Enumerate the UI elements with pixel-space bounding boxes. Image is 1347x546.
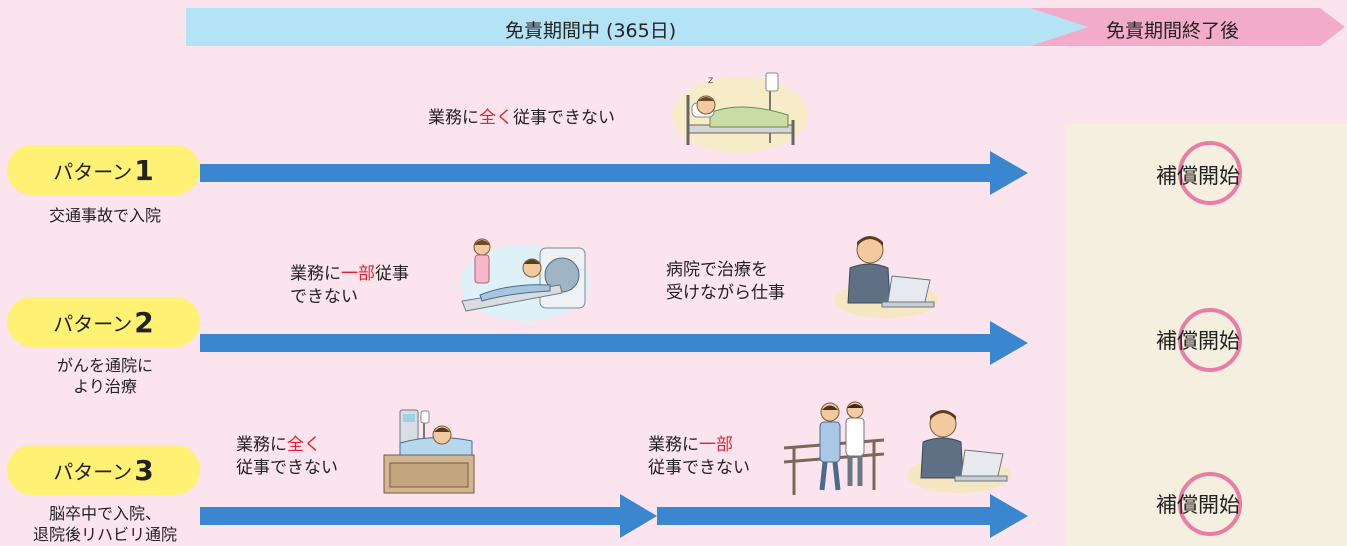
after-period-label: 免責期間終了後 xyxy=(1106,20,1240,42)
label-text: 業務に xyxy=(236,435,287,455)
pattern-1-description-line-1: 交通事故で入院 xyxy=(48,206,161,225)
pattern-3-arrow-rehab xyxy=(657,494,1028,538)
pattern-2-description-line-1: がんを通院に xyxy=(56,356,153,375)
pattern-3-description: 脳卒中で入院、 退院後リハビリ通院 xyxy=(0,503,210,545)
pattern-2-label-partial: 業務に一部従事 できない xyxy=(290,263,409,309)
pattern-1-number: 1 xyxy=(134,153,154,187)
label-text: 業務に xyxy=(428,108,479,128)
label-text: 病院で治療を xyxy=(666,260,768,280)
label-highlight: 全く xyxy=(287,435,321,455)
pattern-3-arrow-hospital xyxy=(200,494,657,538)
label-text: 従事 xyxy=(375,264,409,284)
svg-text:z: z xyxy=(708,75,713,86)
pattern-2-description: がんを通院に より治療 xyxy=(0,355,210,397)
pattern-1-description: 交通事故で入院 xyxy=(0,205,210,226)
pattern-2-number: 2 xyxy=(134,305,154,339)
pattern-2-pill-text: パターン xyxy=(53,311,133,336)
pattern-3-description-line-1: 脳卒中で入院、 xyxy=(48,504,161,523)
pattern-1-compensation: 補償開始 xyxy=(1156,164,1240,188)
pattern-3-description-line-2: 退院後リハビリ通院 xyxy=(32,525,177,544)
period-label: 免責期間中 (365日) xyxy=(505,20,677,42)
label-text: 受けながら仕事 xyxy=(666,283,785,303)
label-text: できない xyxy=(290,287,358,307)
pattern-2-arrow xyxy=(200,321,1028,365)
pattern-2-compensation: 補償開始 xyxy=(1156,329,1240,353)
label-text: 従事できない xyxy=(513,108,615,128)
office-worker-laptop-illustration xyxy=(907,410,1011,493)
period-bar xyxy=(186,8,1088,46)
label-text: 業務に xyxy=(290,264,341,284)
pattern-1-pill-text: パターン xyxy=(53,159,133,184)
hospital-bed-iv-illustration xyxy=(383,409,475,494)
pattern-1-circle xyxy=(1178,141,1242,205)
label-highlight: 一部 xyxy=(341,264,375,284)
pattern-3-number: 3 xyxy=(134,453,154,487)
pattern-3-compensation: 補償開始 xyxy=(1156,493,1240,517)
label-text: 従事できない xyxy=(648,458,750,478)
label-text: 従事できない xyxy=(236,458,338,478)
pattern-3-label-hospital: 業務に全く 従事できない xyxy=(236,434,338,480)
pattern-3-label-rehab: 業務に一部 従事できない xyxy=(648,434,750,480)
after-period-bar xyxy=(1030,8,1345,46)
label-highlight: 一部 xyxy=(699,435,733,455)
pattern-2-description-line-2: より治療 xyxy=(73,377,137,396)
pattern-1-arrow xyxy=(200,151,1028,195)
header-bars xyxy=(186,8,1345,46)
mri-scan-illustration xyxy=(460,238,590,321)
office-worker-laptop-illustration xyxy=(834,236,938,318)
label-highlight: 全く xyxy=(479,108,513,128)
label-text: 業務に xyxy=(648,435,699,455)
pattern-3-pill-text: パターン xyxy=(53,459,133,484)
pattern-2-circle xyxy=(1178,308,1242,372)
pattern-1-label: 業務に全く従事できない xyxy=(428,107,615,130)
pattern-3-circle xyxy=(1178,472,1242,536)
rehabilitation-illustration xyxy=(783,401,885,495)
pattern-2-label-working: 病院で治療を 受けながら仕事 xyxy=(666,259,785,305)
hospital-bed-patient-illustration: z xyxy=(672,72,808,153)
